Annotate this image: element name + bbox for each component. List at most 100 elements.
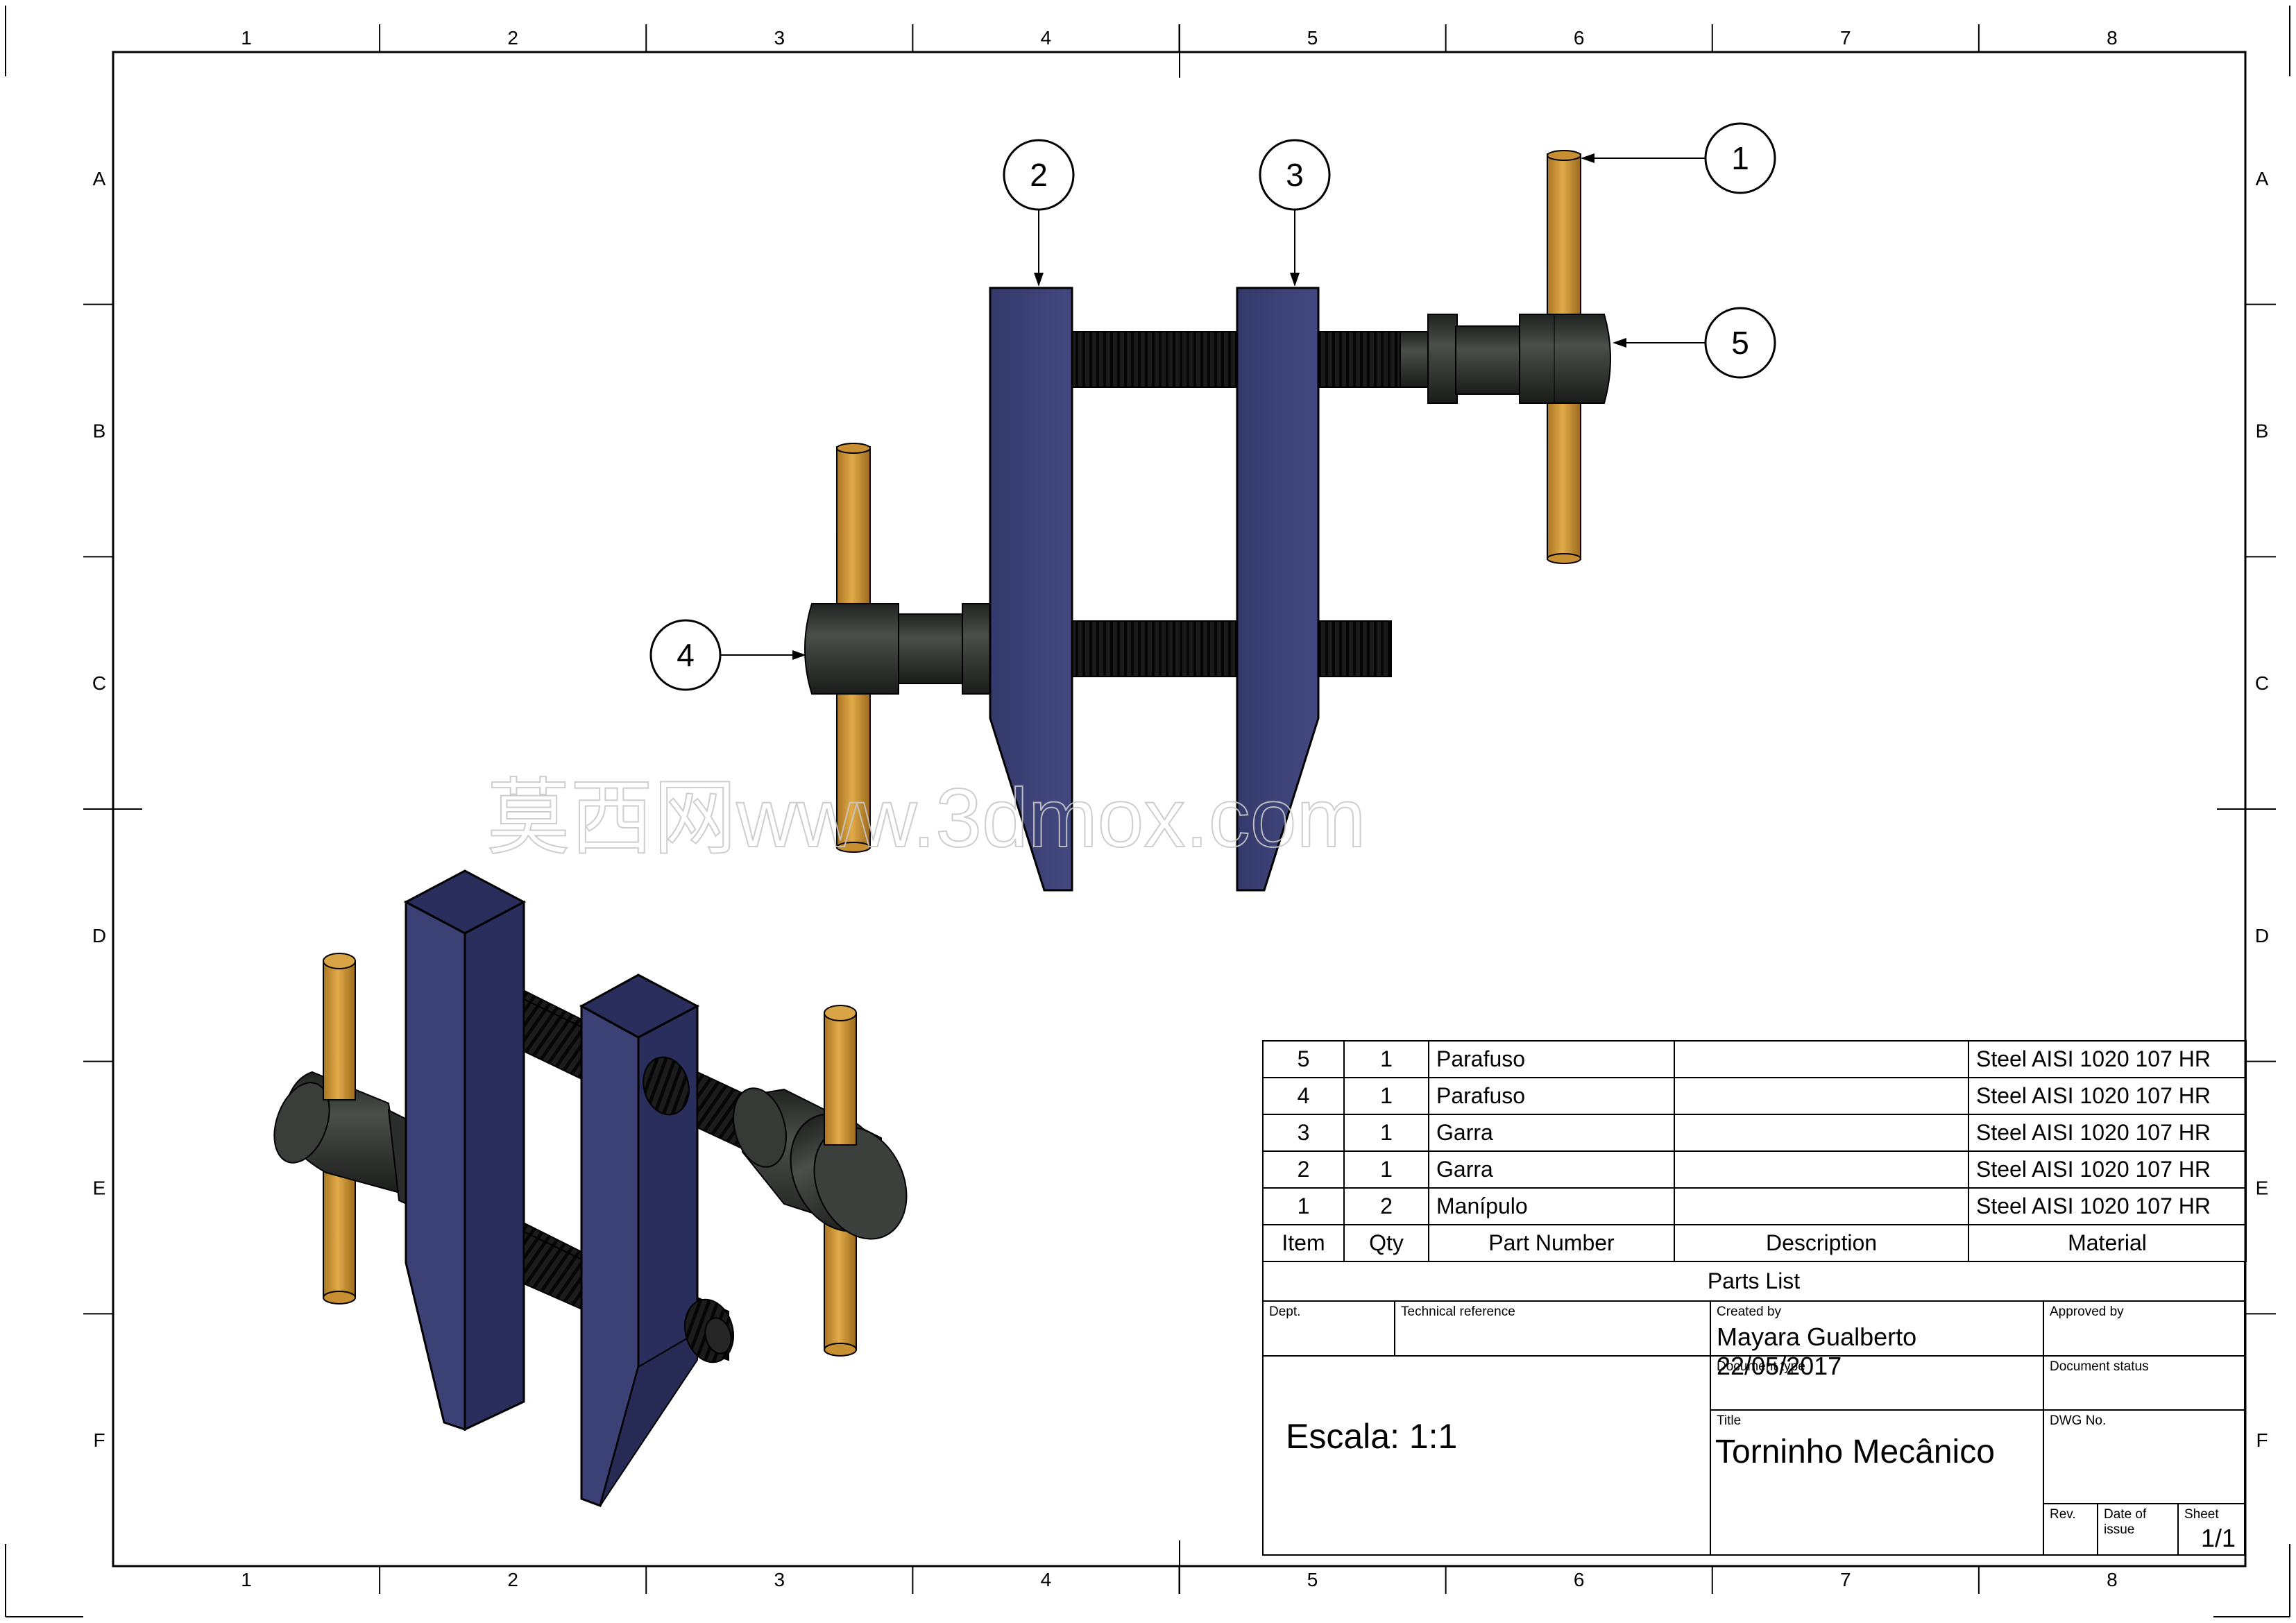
sheet-label: Sheet — [2184, 1507, 2219, 1522]
lower-handle-pin-top — [836, 446, 871, 607]
column-label-bottom: 1 — [241, 1569, 252, 1590]
row-label-right: D — [2255, 925, 2269, 946]
column-label-top: 2 — [507, 27, 518, 49]
approved-cell: Approved by — [2043, 1302, 2245, 1357]
row-label-right: A — [2256, 168, 2269, 189]
balloon-5-number: 5 — [1731, 325, 1749, 361]
balloon-4: 4 — [649, 619, 806, 691]
row-qty: 1 — [1343, 1114, 1429, 1152]
column-label-top: 3 — [774, 27, 785, 49]
balloon-5: 5 — [1613, 307, 1776, 379]
row-description — [1674, 1040, 1969, 1078]
header-qty: Qty — [1343, 1224, 1429, 1262]
column-label-bottom: 4 — [1041, 1569, 1052, 1590]
row-part-number: Parafuso — [1428, 1040, 1675, 1078]
row-item: 1 — [1262, 1187, 1345, 1225]
date-label: Date of issue — [2104, 1507, 2147, 1537]
doctype-cell: Document type — [1710, 1355, 2044, 1411]
column-label-top: 5 — [1307, 27, 1318, 49]
upper-handle-pin-bottom — [1547, 395, 1581, 560]
row-label-right: C — [2255, 672, 2269, 694]
front-view — [804, 150, 1611, 892]
row-qty: 1 — [1343, 1040, 1429, 1078]
column-label-bottom: 5 — [1307, 1569, 1318, 1590]
lower-screw-head — [804, 603, 899, 695]
techref-cell: Technical reference — [1394, 1302, 1711, 1357]
jaw-part-3 — [1236, 287, 1320, 892]
dept-label: Dept. — [1269, 1305, 1301, 1319]
row-material: Steel AISI 1020 107 HR — [1968, 1150, 2247, 1189]
row-item: 3 — [1262, 1114, 1345, 1152]
approved-label: Approved by — [2050, 1305, 2124, 1319]
lower-handle-pin-bottom — [836, 693, 871, 849]
upper-pin-bottom-cap — [1547, 553, 1581, 564]
balloon-3: 3 — [1259, 139, 1331, 287]
corner-marks — [5, 6, 2290, 1617]
lower-screw-neck — [898, 613, 963, 684]
header-material: Material — [1968, 1224, 2247, 1262]
column-label-bottom: 2 — [507, 1569, 518, 1590]
title-label: Title — [1717, 1413, 1742, 1428]
row-label-right: F — [2256, 1429, 2268, 1451]
row-description — [1674, 1114, 1969, 1152]
row-item: 4 — [1262, 1077, 1345, 1115]
dept-cell: Dept. — [1262, 1302, 1395, 1357]
balloon-4-number: 4 — [677, 637, 695, 673]
doctype-label: Document type — [1717, 1359, 1805, 1374]
lower-pin-bottom-cap — [836, 842, 871, 853]
upper-screw-neck — [1455, 325, 1520, 395]
isometric-view — [273, 869, 908, 1507]
column-label-top: 4 — [1041, 27, 1052, 49]
column-label-bottom: 3 — [774, 1569, 785, 1590]
header-item: Item — [1262, 1224, 1345, 1262]
rev-cell: Rev. — [2043, 1503, 2098, 1556]
header-part-number: Part Number — [1428, 1224, 1675, 1262]
column-label-top: 6 — [1574, 27, 1585, 49]
upper-pin-top-cap — [1547, 150, 1581, 161]
row-label-left: F — [93, 1429, 105, 1451]
row-qty: 1 — [1343, 1077, 1429, 1115]
row-qty: 2 — [1343, 1187, 1429, 1225]
parts-list-title: Parts List — [1262, 1262, 2245, 1302]
balloon-2: 2 — [1003, 139, 1075, 287]
row-label-left: E — [93, 1178, 106, 1199]
drawing-title: Torninho Mecânico — [1715, 1434, 1995, 1470]
row-description — [1674, 1150, 1969, 1189]
row-part-number: Manípulo — [1428, 1187, 1675, 1225]
column-label-top: 1 — [241, 27, 252, 49]
row-material: Steel AISI 1020 107 HR — [1968, 1077, 2247, 1115]
docstatus-cell: Document status — [2043, 1355, 2245, 1411]
watermark: 莫西网www.3dmox.com — [487, 772, 1366, 865]
rev-label: Rev. — [2050, 1507, 2076, 1522]
lower-screw-flange — [962, 603, 992, 695]
scale-cell: Escala: 1:1 — [1262, 1355, 1711, 1556]
header-description: Description — [1674, 1224, 1969, 1262]
row-description — [1674, 1077, 1969, 1115]
row-label-right: B — [2256, 420, 2269, 442]
balloon-1-number: 1 — [1731, 140, 1749, 176]
column-label-bottom: 6 — [1574, 1569, 1585, 1590]
row-description — [1674, 1187, 1969, 1225]
zone-ticks — [83, 24, 2276, 1594]
lower-pin-top-cap — [836, 443, 871, 454]
balloon-3-number: 3 — [1286, 157, 1304, 193]
created-cell: Created by Mayara Gualberto 22/05/2017 — [1710, 1302, 2044, 1380]
upper-screw-flange — [1427, 314, 1458, 404]
balloon-2-number: 2 — [1030, 157, 1048, 193]
row-part-number: Garra — [1428, 1114, 1675, 1152]
balloon-1: 1 — [1581, 122, 1776, 194]
row-item: 5 — [1262, 1040, 1345, 1078]
row-material: Steel AISI 1020 107 HR — [1968, 1114, 2247, 1152]
sheet-cell: Sheet 1/1 — [2177, 1503, 2245, 1556]
row-label-left: A — [93, 168, 106, 189]
row-part-number: Parafuso — [1428, 1077, 1675, 1115]
upper-handle-pin-top — [1547, 153, 1581, 320]
upper-screw-collar — [1400, 331, 1430, 388]
column-label-top: 7 — [1840, 27, 1851, 49]
column-label-top: 8 — [2107, 27, 2118, 49]
